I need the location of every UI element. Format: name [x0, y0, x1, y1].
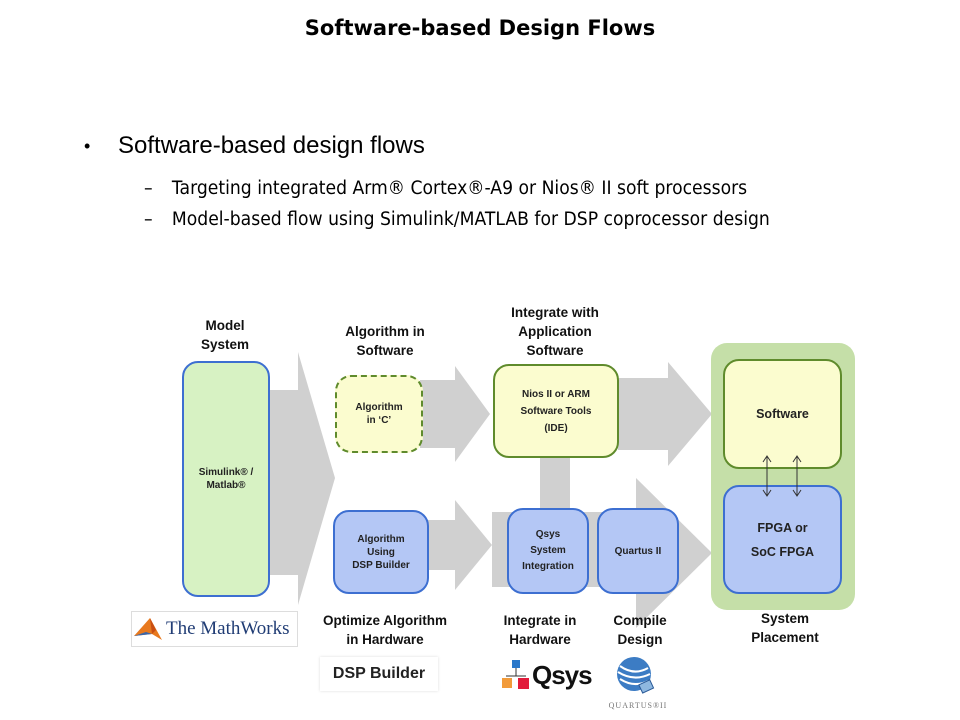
slide-title: Software-based Design Flows	[304, 16, 656, 40]
mathworks-logo: The MathWorks	[131, 611, 298, 647]
flow-arrow-software	[420, 366, 490, 462]
quartus-globe-icon	[617, 657, 655, 694]
sub-bullet-text: Model-based flow using Simulink/MATLAB f…	[171, 209, 770, 230]
dsp-builder-logo: DSP Builder	[320, 657, 438, 691]
quartus-logo-text: QUARTUS®II	[608, 701, 668, 710]
flow-arrow-to-software	[618, 362, 712, 466]
sub-bullet-2: –Model-based flow using Simulink/MATLAB …	[144, 209, 770, 230]
box-software[interactable]: Software	[723, 359, 842, 469]
flow-arrow-hardware	[428, 500, 492, 590]
bullet-main: • Software-based design flows	[84, 132, 425, 160]
flow-arrow-model	[268, 352, 335, 605]
dash-marker: –	[144, 209, 153, 230]
mathworks-membrane-icon	[134, 618, 162, 640]
quartus-logo: QUARTUS®II	[588, 654, 688, 718]
bullet-text: Software-based design flows	[118, 132, 425, 159]
qsys-logo: Qsys	[500, 655, 600, 695]
bullet-marker: •	[84, 136, 91, 157]
qsys-logo-text: Qsys	[532, 659, 593, 690]
dsp-builder-logo-text: DSP Builder	[332, 665, 426, 682]
mathworks-logo-text: The MathWorks	[166, 618, 290, 639]
box-simulink-matlab[interactable]: Simulink® /Matlab®	[182, 361, 270, 597]
dash-marker: –	[144, 178, 153, 199]
qsys-hierarchy-icon	[502, 660, 529, 689]
sub-bullet-text: Targeting integrated Arm® Cortex®-A9 or …	[171, 178, 748, 199]
box-quartus-ii[interactable]: Quartus II	[597, 508, 679, 594]
sub-bullet-1: –Targeting integrated Arm® Cortex®-A9 or…	[144, 178, 747, 199]
flow-connector-vertical	[540, 458, 570, 514]
